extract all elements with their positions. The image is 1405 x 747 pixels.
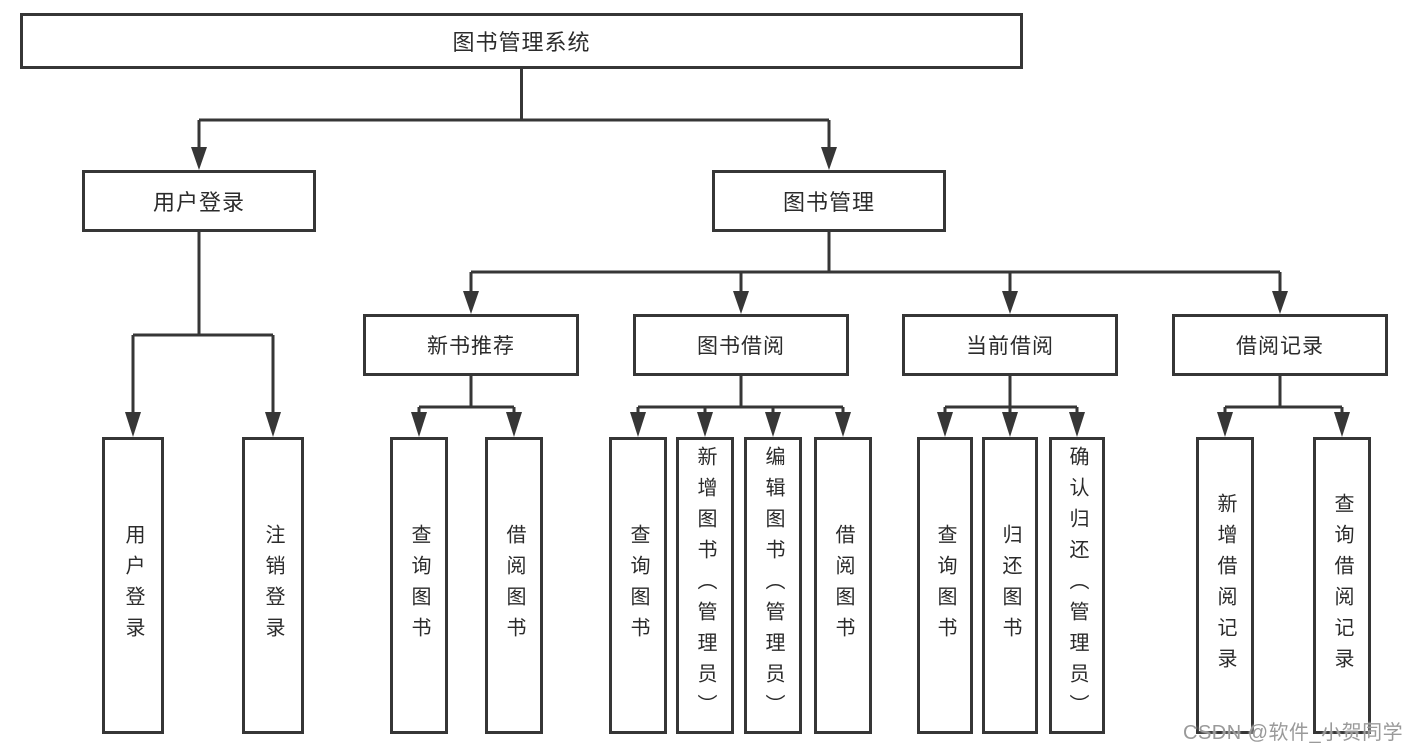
node-library-management-system: 图书管理系统 <box>20 13 1023 69</box>
connector-current-to-leaves <box>937 376 1085 437</box>
node-user-login: 用户登录 <box>82 170 316 232</box>
node-cb-return-books: 归还图书 <box>982 437 1038 734</box>
node-bb-add-books-admin: 新增图书（管理员） <box>676 437 734 734</box>
connector-newbook-to-leaves <box>411 376 522 437</box>
node-cb-confirm-return-admin: 确认归还（管理员） <box>1049 437 1105 734</box>
node-br-query-borrow-record: 查询借阅记录 <box>1313 437 1371 734</box>
node-bb-edit-books-admin: 编辑图书（管理员） <box>744 437 802 734</box>
node-current-borrowing: 当前借阅 <box>902 314 1118 376</box>
node-nbr-borrow-books: 借阅图书 <box>485 437 543 734</box>
node-br-add-borrow-record: 新增借阅记录 <box>1196 437 1254 734</box>
watermark: CSDN @软件_小贺同学 <box>1183 722 1404 744</box>
node-nbr-query-books: 查询图书 <box>390 437 448 734</box>
node-logout-leaf: 注销登录 <box>242 437 304 734</box>
node-user-login-leaf: 用户登录 <box>102 437 164 734</box>
connector-records-to-leaves <box>1217 376 1350 437</box>
connector-borrowing-to-leaves <box>630 376 851 437</box>
node-bb-query-books: 查询图书 <box>609 437 667 734</box>
node-book-management: 图书管理 <box>712 170 946 232</box>
node-cb-query-books: 查询图书 <box>917 437 973 734</box>
node-borrowing-records: 借阅记录 <box>1172 314 1388 376</box>
node-new-book-recommendation: 新书推荐 <box>363 314 579 376</box>
node-bb-borrow-books: 借阅图书 <box>814 437 872 734</box>
connector-root-to-level2 <box>191 69 837 170</box>
connector-bookmgmt-to-level3 <box>463 232 1288 314</box>
node-book-borrowing: 图书借阅 <box>633 314 849 376</box>
connector-userlogin-to-leaves <box>125 232 281 437</box>
